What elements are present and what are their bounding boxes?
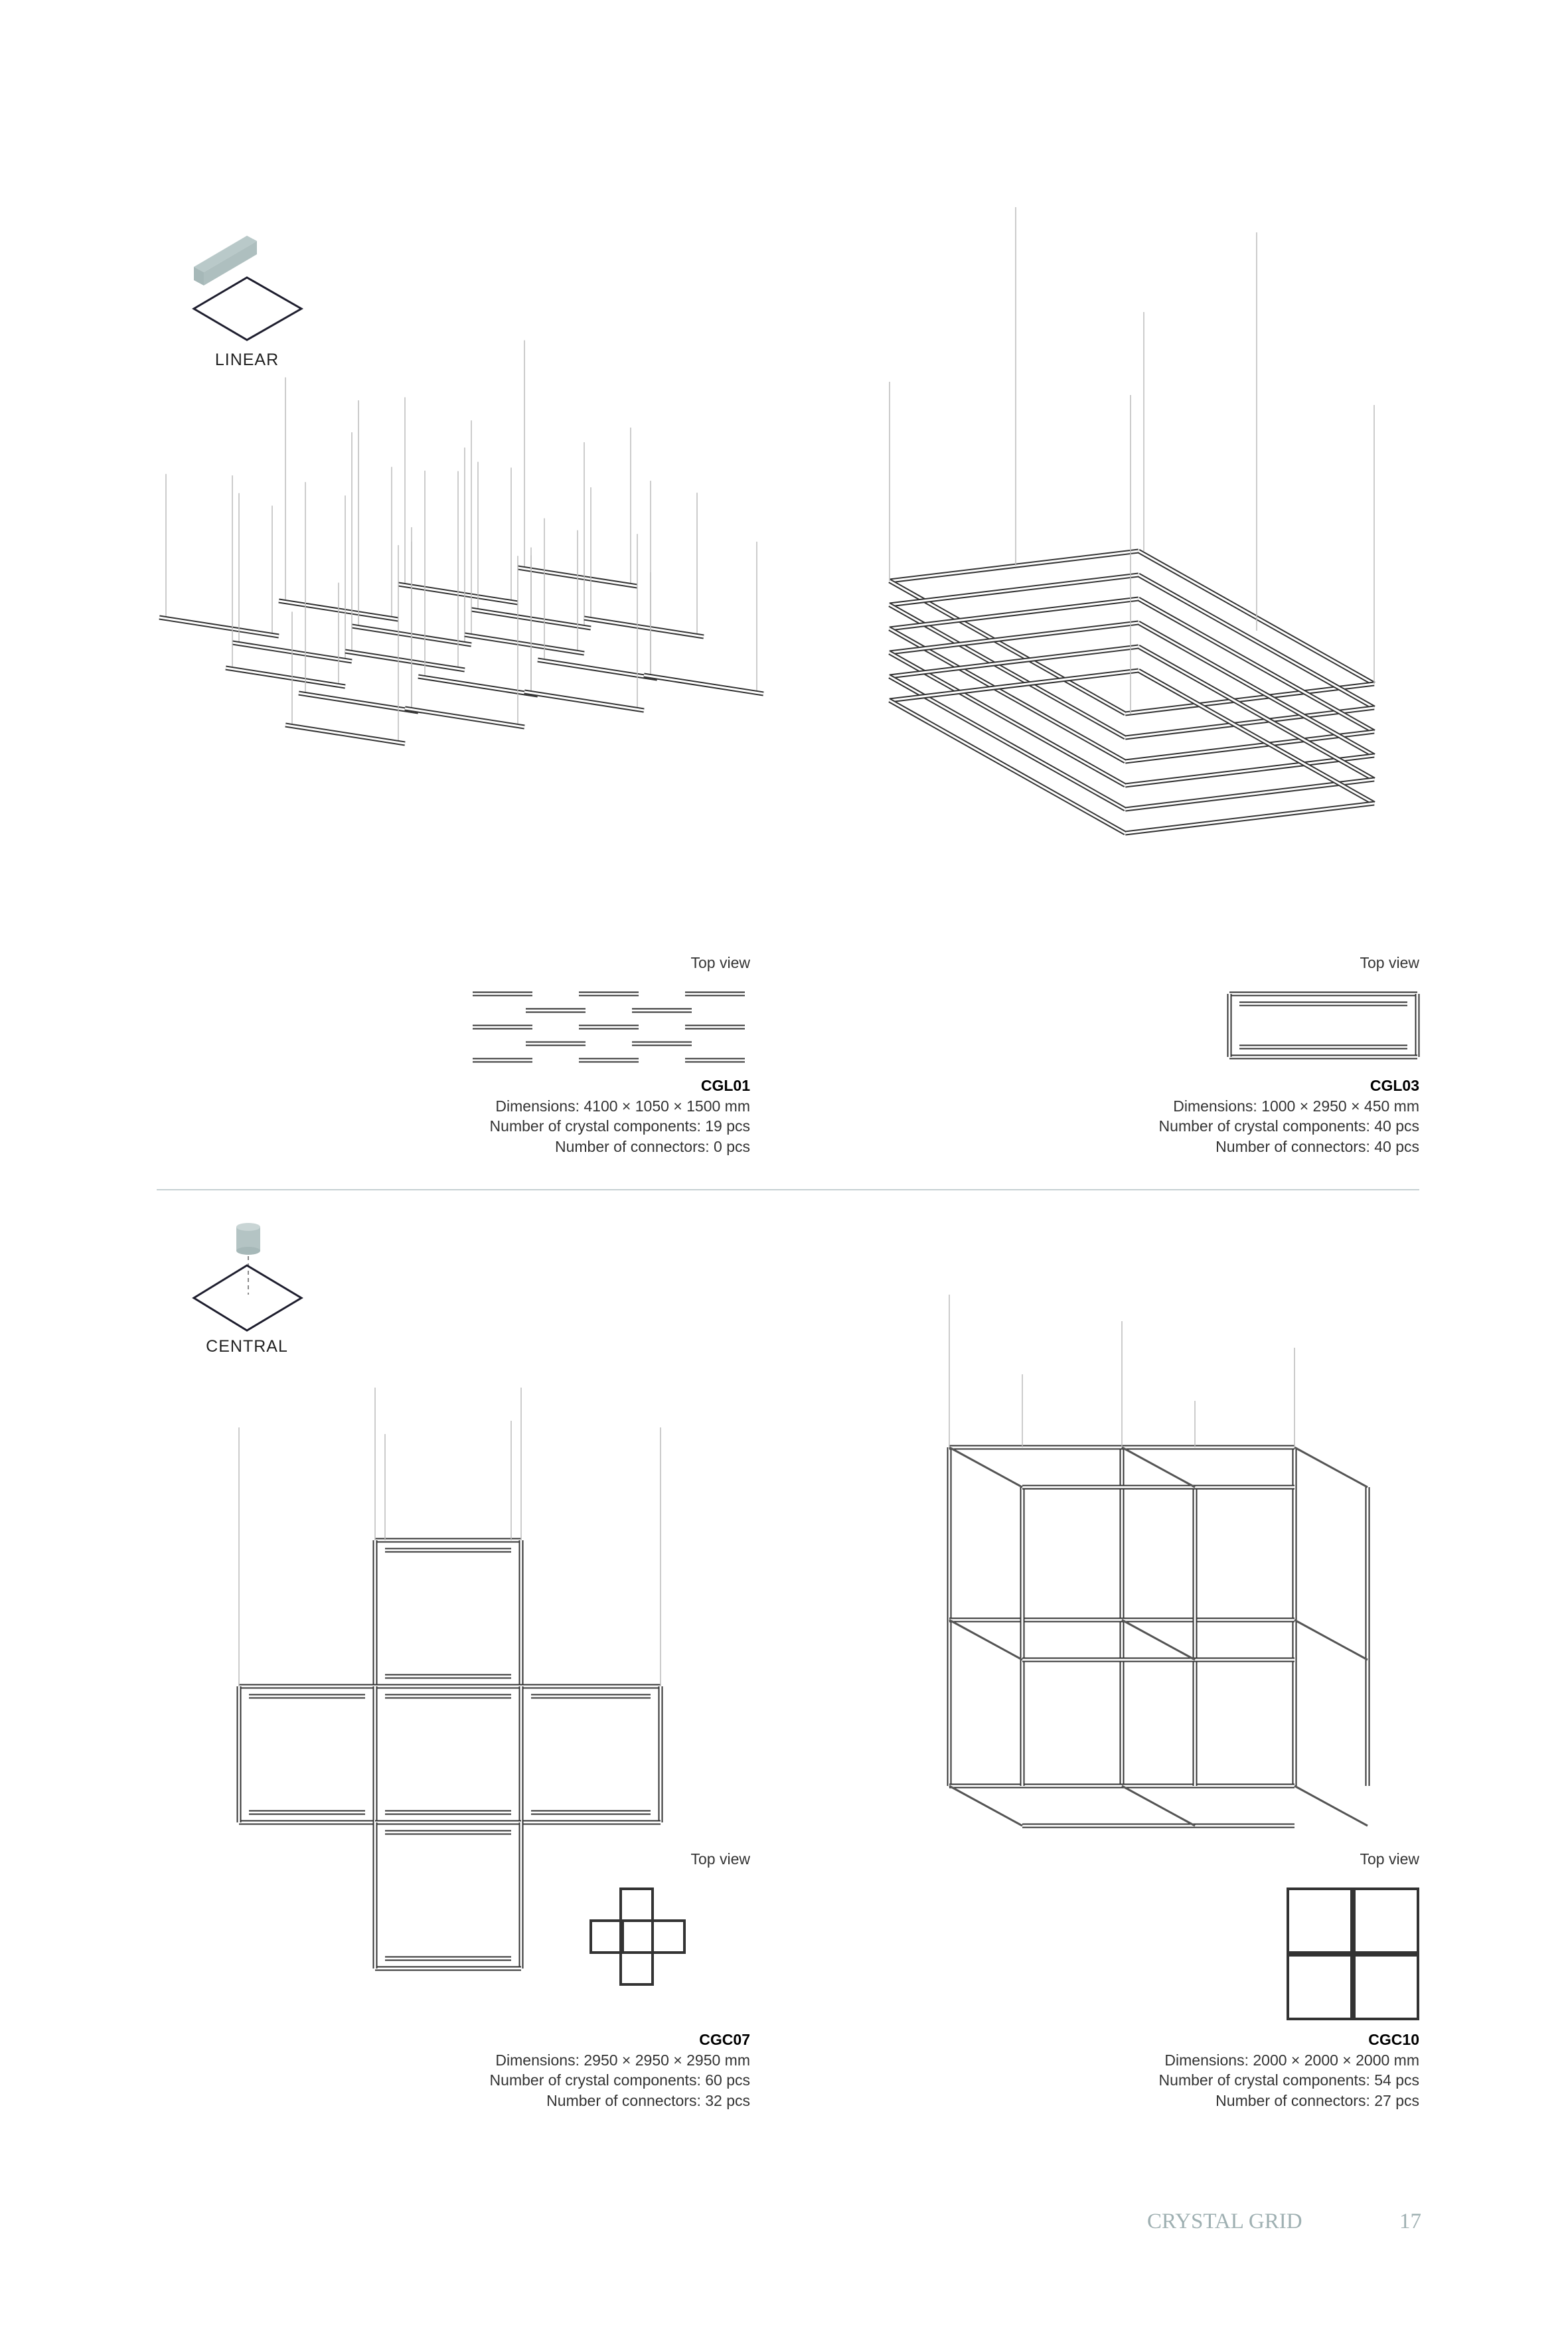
cgc10-top-view — [1287, 1887, 1419, 2020]
page-number: 17 — [1399, 2209, 1421, 2233]
product-info-cgl03: CGL03 Dimensions: 1000 × 2950 × 450 mm N… — [955, 1076, 1419, 1157]
cgl03-perspective-drawing — [888, 207, 1375, 836]
top-view-label: Top view — [1360, 954, 1419, 971]
central-cylinder-icon — [236, 1223, 260, 1295]
product-dimensions: Dimensions: 1000 × 2950 × 450 mm — [1173, 1097, 1419, 1115]
product-components: Number of crystal components: 60 pcs — [489, 2071, 750, 2089]
product-info-cgl01: CGL01 Dimensions: 4100 × 1050 × 1500 mm … — [285, 1076, 750, 1157]
product-connectors: Number of connectors: 0 pcs — [554, 1137, 750, 1155]
product-code: CGC10 — [1368, 2031, 1419, 2048]
product-dimensions: Dimensions: 4100 × 1050 × 1500 mm — [495, 1097, 750, 1115]
footer-brand: CRYSTAL GRID — [1147, 2209, 1302, 2233]
category-label-linear: LINEAR — [214, 351, 279, 369]
cgl01-perspective-drawing — [159, 340, 764, 746]
product-dimensions: Dimensions: 2950 × 2950 × 2950 mm — [495, 2051, 750, 2069]
top-view-label: Top view — [690, 954, 750, 971]
top-view-label: Top view — [690, 1850, 750, 1868]
product-connectors: Number of connectors: 40 pcs — [1215, 1137, 1419, 1155]
linear-diamond-icon — [192, 276, 304, 341]
product-components: Number of crystal components: 19 pcs — [489, 1117, 750, 1135]
product-code: CGL03 — [1370, 1077, 1419, 1094]
product-dimensions: Dimensions: 2000 × 2000 × 2000 mm — [1164, 2051, 1419, 2069]
cgc07-top-view — [589, 1887, 686, 1986]
cgc10-perspective-drawing — [947, 1295, 1370, 1828]
cgc07-front-drawing — [236, 1388, 663, 1971]
product-info-cgc07: CGC07 Dimensions: 2950 × 2950 × 2950 mm … — [285, 2030, 750, 2111]
product-info-cgc10: CGC10 Dimensions: 2000 × 2000 × 2000 mm … — [955, 2030, 1419, 2111]
product-code: CGC07 — [699, 2031, 750, 2048]
product-components: Number of crystal components: 40 pcs — [1158, 1117, 1419, 1135]
section-divider — [157, 1189, 1419, 1190]
product-connectors: Number of connectors: 32 pcs — [546, 2091, 750, 2109]
cgl03-top-view — [1227, 991, 1420, 1060]
product-code: CGL01 — [700, 1077, 750, 1094]
category-label-central: CENTRAL — [206, 1337, 288, 1356]
product-components: Number of crystal components: 54 pcs — [1158, 2071, 1419, 2089]
central-diamond-icon — [192, 1264, 303, 1332]
linear-bar-icon — [194, 236, 257, 285]
product-connectors: Number of connectors: 27 pcs — [1215, 2091, 1419, 2109]
top-view-label: Top view — [1360, 1850, 1419, 1868]
cgl01-top-view — [473, 991, 745, 1063]
